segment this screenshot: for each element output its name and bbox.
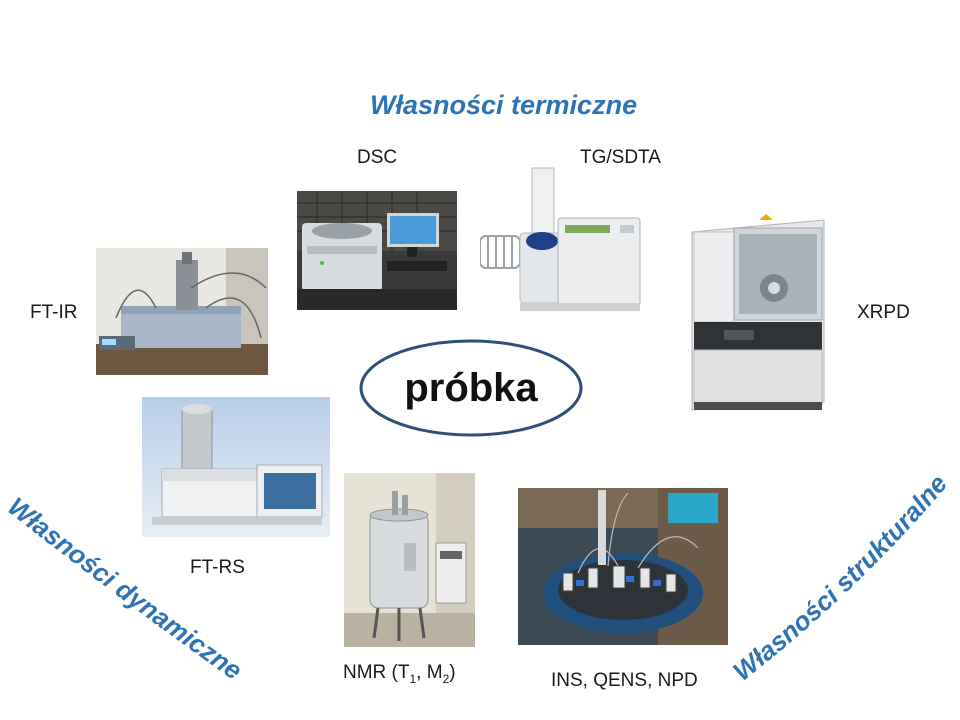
label-ft-rs: FT-RS — [190, 557, 245, 578]
ft-rs-instrument-photo — [142, 397, 330, 537]
label-dsc: DSC — [357, 147, 398, 168]
label-tg-sdta: TG/SDTA — [580, 147, 661, 168]
category-dynamic-arc: Własności dynamiczne — [2, 491, 248, 685]
svg-text:Własności dynamiczne: Własności dynamiczne — [2, 491, 248, 685]
tg-sdta-instrument-photo — [480, 163, 645, 313]
ins-qens-npd-setup-photo — [518, 488, 728, 645]
category-dynamic-title: Własności dynamiczne — [2, 491, 248, 685]
category-structural-title: Własności strukturalne — [727, 469, 953, 687]
ft-ir-instrument-photo — [96, 248, 268, 375]
dsc-instrument-photo — [297, 191, 457, 310]
sample-label: próbka — [404, 365, 538, 410]
svg-text:Własności strukturalne: Własności strukturalne — [727, 469, 953, 687]
label-ins-qens-npd: INS, QENS, NPD — [551, 670, 698, 691]
sample-ellipse — [359, 339, 583, 437]
nmr-instrument-photo — [344, 473, 475, 647]
category-thermal-title: Własności termiczne — [370, 90, 638, 120]
xrpd-instrument-photo — [684, 210, 832, 412]
label-xrpd: XRPD — [857, 302, 910, 323]
label-nmr: NMR (T1, M2) — [343, 662, 456, 686]
label-ft-ir: FT-IR — [30, 302, 78, 323]
category-structural-arc: Własności strukturalne — [727, 469, 953, 687]
